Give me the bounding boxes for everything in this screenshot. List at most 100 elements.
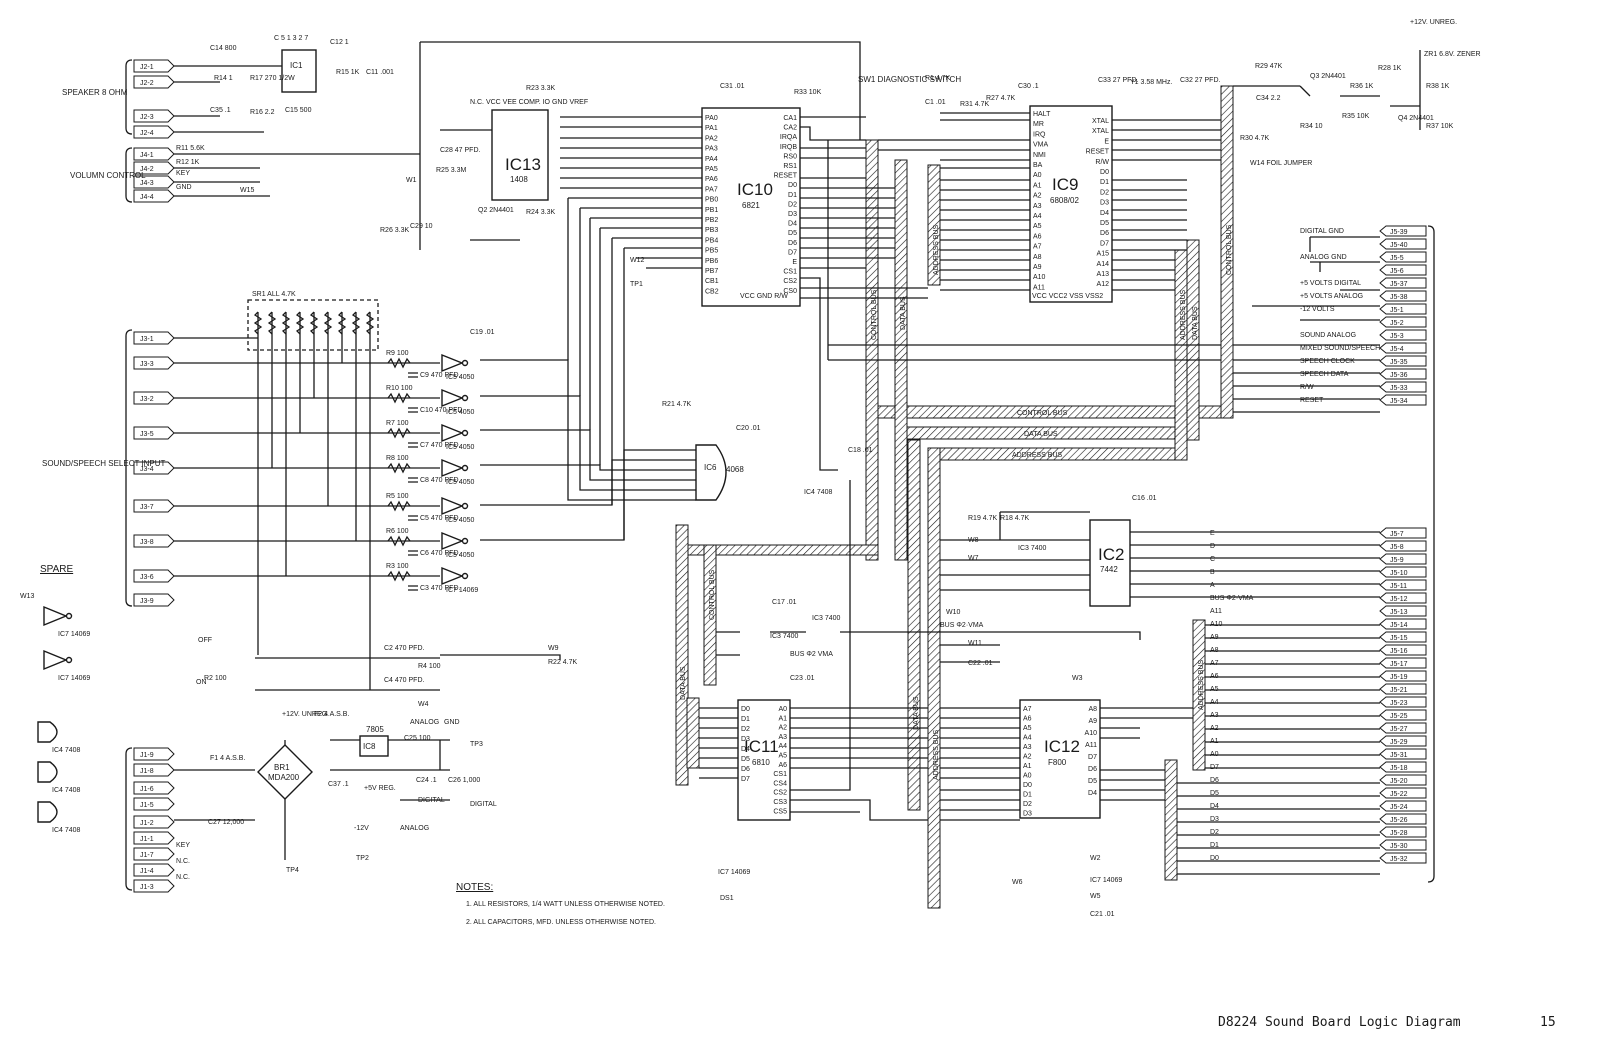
- pin-label: HALT: [1033, 111, 1051, 118]
- j5-pin-box: J5-35: [1379, 355, 1427, 367]
- j3-pin-label: J3-3: [140, 361, 154, 368]
- component-label: ANALOG: [410, 719, 439, 726]
- sr1-resistor: [295, 311, 305, 335]
- j5-signal-label: -12 VOLTS: [1300, 306, 1335, 313]
- component-label: R12 1K: [176, 159, 200, 166]
- pin-label: D4: [741, 746, 750, 753]
- diagnostic-switch-label: SW1 DIAGNOSTIC SWITCH: [858, 75, 961, 84]
- pin-label: D5: [1088, 778, 1097, 785]
- component-label: R23 3.3K: [526, 85, 556, 92]
- j5-signal-label: A11: [1210, 608, 1222, 615]
- component-label: IC4 7408: [804, 489, 833, 496]
- pin-label: A11: [1033, 284, 1045, 291]
- j5-pin-box: J5-23: [1379, 696, 1427, 708]
- pin-label: R/W: [1095, 159, 1109, 166]
- component-label: W4: [418, 701, 429, 708]
- j5-pin-label: J5-8: [1390, 544, 1404, 551]
- j3-connector: J3-1 J3-3 J3-2 J3-5 J3-4 J3-7 J3-8 J3-6 …: [42, 329, 175, 607]
- component-label: W6: [1012, 879, 1023, 886]
- component-label: C29 10: [410, 223, 433, 230]
- ic2-name: IC2: [1098, 545, 1124, 564]
- j5-pin-label: J5-11: [1390, 583, 1407, 590]
- pin-label: E: [1104, 138, 1109, 145]
- pin-label: D5: [1100, 220, 1109, 227]
- j5-signal-label: A10: [1210, 621, 1223, 628]
- j5-pin-label: J5-16: [1390, 648, 1408, 655]
- address-bus-label-left: ADDRESS BUS: [933, 224, 940, 275]
- pin-label: MR: [1033, 121, 1044, 128]
- pin-label: PB1: [705, 207, 718, 214]
- j5-pin-label: J5-10: [1390, 570, 1408, 577]
- j5-pin-label: J5-7: [1390, 531, 1404, 538]
- resistor: [387, 357, 411, 369]
- ic10-chip: IC10 6821 PA0PA1PA2PA3PA4PA5PA6PA7PB0PB1…: [701, 107, 801, 307]
- ic13-body: [491, 109, 549, 201]
- pin-label: A13: [1097, 271, 1110, 278]
- ic1-body: [281, 49, 317, 93]
- ic13-chip: IC13 1408: [491, 109, 549, 201]
- j5-pin-box: J5-7: [1379, 527, 1427, 539]
- resistor: [387, 500, 411, 512]
- pin-label: A6: [1023, 716, 1032, 723]
- spare-gate-label: IC7 14069: [58, 631, 90, 638]
- component-label: W8: [968, 537, 979, 544]
- j5-pin-box: J5-21: [1379, 683, 1427, 695]
- ic8-regulator: IC8 7805: [359, 725, 389, 757]
- address-bus-vertical-lower: [927, 447, 941, 909]
- j5-pin-label: J5-22: [1390, 791, 1408, 798]
- ic1-pins: C 5 1 3 2 7: [274, 35, 308, 42]
- j5-pin-box: J5-6: [1379, 264, 1427, 276]
- pin-label: D2: [1023, 801, 1032, 808]
- ic12-body: [1019, 699, 1101, 819]
- j5-pin-box: J5-3: [1379, 329, 1427, 341]
- resistor-label: R6 100: [386, 528, 409, 535]
- j4-pin-box: J4-2: [133, 161, 175, 175]
- pin-label: D4: [788, 221, 797, 228]
- pin-label: A0: [1023, 773, 1032, 780]
- control-bus-label-right: CONTROL BUS: [1226, 224, 1233, 275]
- j4-bracket: [125, 147, 133, 203]
- j5-pin-label: J5-35: [1390, 359, 1408, 366]
- component-label: R15 1K: [336, 69, 360, 76]
- pin-label: PB5: [705, 248, 718, 255]
- note-2: 2. ALL CAPACITORS, MFD. UNLESS OTHERWISE…: [466, 919, 656, 926]
- buffer-gate: IC5 4050: [441, 531, 475, 559]
- component-label: C34 2.2: [1256, 95, 1281, 102]
- pin-label: A15: [1097, 251, 1110, 258]
- j1-pin-box: J1-5: [133, 797, 175, 811]
- pin-label: D7: [1088, 754, 1097, 761]
- pin-label: E: [792, 259, 797, 266]
- buffer-gate: IC7 14069: [441, 566, 478, 594]
- capacitor: [408, 585, 418, 591]
- resistor: [387, 392, 411, 404]
- pin-label: D1: [1023, 792, 1032, 799]
- j5-signal-label: SPEECH DATA: [1300, 371, 1349, 378]
- capacitor-label: C5 470 PFD.: [420, 515, 461, 522]
- j5-signal-label: A9: [1210, 634, 1219, 641]
- j5-pin-box: J5-5: [1379, 251, 1427, 263]
- j3-pin-box: J3-9: [133, 593, 175, 607]
- component-label: C14 800: [210, 45, 237, 52]
- component-label: W2: [1090, 855, 1101, 862]
- address-bus-label: ADDRESS BUS: [1012, 452, 1063, 459]
- buffer-gate-label: IC5 4050: [446, 552, 475, 559]
- buffer-gate-label: IC5 4050: [446, 409, 475, 416]
- component-label: Q3 2N4401: [1310, 73, 1346, 80]
- sr1-resistor: [309, 311, 319, 335]
- br1-body: [257, 744, 313, 800]
- component-label: W11: [968, 640, 982, 647]
- spare-gate: IC4 7408: [37, 761, 81, 794]
- j1-key-label: KEY: [176, 842, 190, 849]
- ic13-part: 1408: [510, 175, 528, 184]
- pin-label: A4: [1033, 213, 1042, 220]
- ic11-name: IC11: [744, 737, 779, 756]
- ic9-body: [1029, 105, 1113, 303]
- j5-pin-box: J5-39: [1379, 225, 1427, 237]
- capacitor: [408, 407, 418, 413]
